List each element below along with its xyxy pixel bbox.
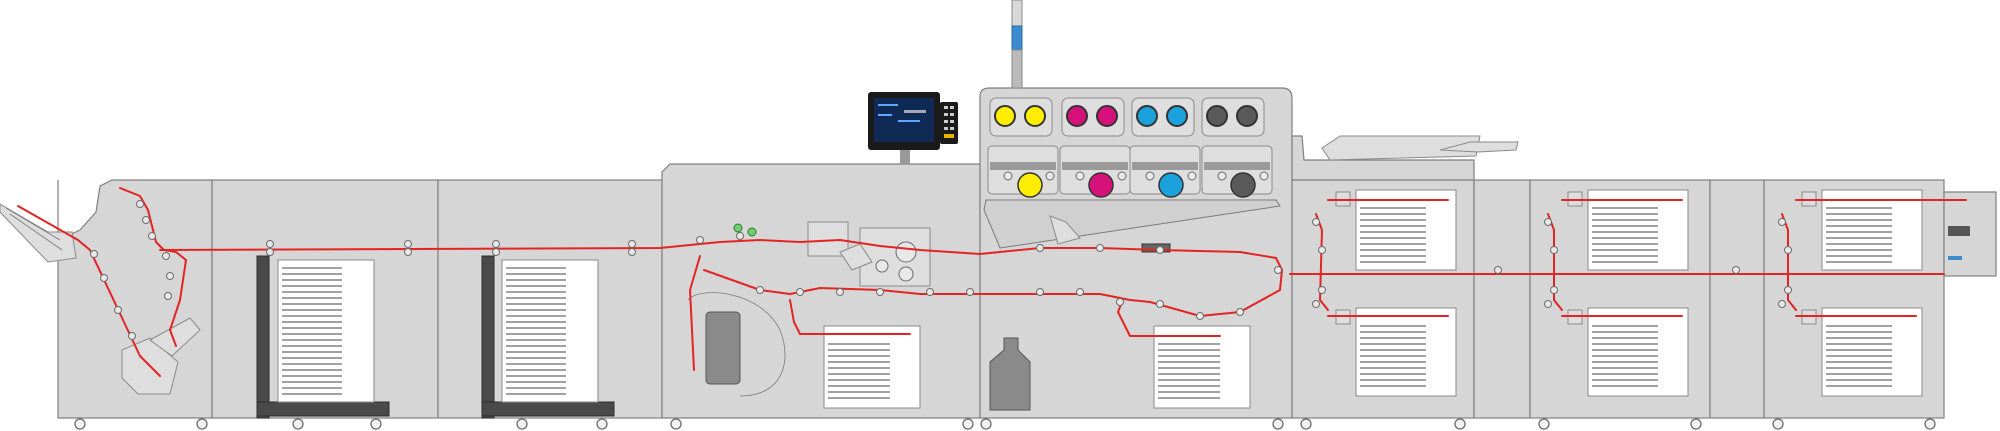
paper-feed-module-2 <box>1529 179 1711 419</box>
paper-stack-7 <box>1592 207 1658 263</box>
module-connector-2 <box>1709 179 1765 419</box>
paper-feed-module-1 <box>1291 135 1519 419</box>
black-toner-bottle-2[interactable] <box>1236 105 1258 127</box>
module-connector <box>1473 179 1531 419</box>
waste-toner-bottle <box>989 337 1031 411</box>
caster-wheels <box>74 418 1936 430</box>
stacker-module-2 <box>437 179 663 419</box>
control-panel-icon[interactable] <box>868 92 940 164</box>
paper-stack-10 <box>1826 325 1892 387</box>
cyan-toner-bottle-2[interactable] <box>1166 105 1188 127</box>
black-toner-bottle-1[interactable] <box>1206 105 1228 127</box>
stacker-module-1 <box>211 179 439 419</box>
toner-bottles <box>989 97 1265 137</box>
print-engine-module <box>979 0 1293 419</box>
paper-stack-6 <box>1360 325 1426 387</box>
status-light-pole-icon <box>1011 0 1023 89</box>
cyan-toner-bottle-1[interactable] <box>1136 105 1158 127</box>
inserter-module <box>1943 191 1997 277</box>
paper-stack-8 <box>1592 325 1658 387</box>
yellow-toner-bottle-1[interactable] <box>994 105 1016 127</box>
paper-feed-module-3 <box>1763 179 1945 419</box>
magenta-toner-bottle-1[interactable] <box>1066 105 1088 127</box>
paper-stack-9 <box>1826 207 1892 263</box>
transport-rollers <box>90 200 1792 340</box>
paper-stack-3 <box>828 343 890 399</box>
imaging-units <box>987 145 1273 198</box>
paper-stack-1 <box>282 267 342 395</box>
registration-unit <box>1141 243 1171 253</box>
magenta-toner-bottle-2[interactable] <box>1096 105 1118 127</box>
magenta-drum <box>1088 172 1114 198</box>
paper-stack-2 <box>506 267 566 395</box>
yellow-toner-bottle-2[interactable] <box>1024 105 1046 127</box>
paper-stack-5 <box>1360 207 1426 263</box>
cyan-drum <box>1158 172 1184 198</box>
paper-stack-4 <box>1158 343 1220 399</box>
keypad-icon[interactable] <box>940 102 958 144</box>
toner-waste-box <box>705 311 741 385</box>
yellow-drum <box>1017 172 1043 198</box>
green-sensor <box>733 223 743 233</box>
paper-path <box>17 187 1967 377</box>
green-sensor-2 <box>747 227 757 237</box>
black-drum <box>1230 172 1256 198</box>
